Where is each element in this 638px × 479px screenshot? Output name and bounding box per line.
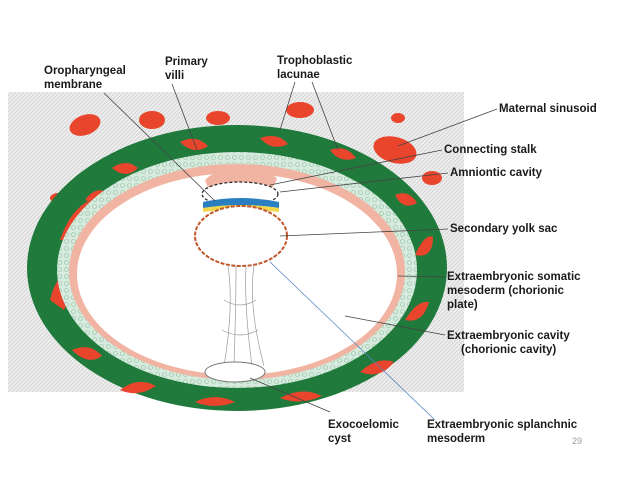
label-line: lacunae — [277, 69, 320, 81]
exocoelomic-cyst — [204, 361, 266, 383]
label-trophoblastic-lacunae: Trophoblastic lacunae — [277, 54, 352, 82]
label-secondary-yolk-sac: Secondary yolk sac — [450, 223, 558, 235]
label-somatic-mesoderm: Extraembryonic somatic mesoderm (chorion… — [447, 270, 581, 312]
label-splanchnic-mesoderm: Extraembryonic splanchnic mesoderm — [427, 418, 577, 446]
label-line: mesoderm — [427, 433, 486, 445]
label-maternal-sinusoid: Maternal sinusoid — [499, 103, 597, 115]
splanchnic-mesoderm-threads — [221, 265, 265, 367]
page-number: 29 — [572, 436, 583, 446]
label-connecting-stalk: Connecting stalk — [444, 144, 537, 156]
label-line: membrane — [44, 79, 103, 91]
label-line: Oropharyngeal — [44, 65, 126, 77]
secondary-yolk-sac — [194, 205, 288, 267]
label-line: Primary — [165, 56, 208, 68]
label-line: mesoderm (chorionic — [447, 285, 564, 297]
label-line: villi — [165, 70, 185, 82]
label-line: Extraembryonic somatic — [447, 271, 581, 283]
chorionic-cavity — [77, 173, 397, 375]
leader-lines — [103, 81, 498, 413]
label-line: Exocoelomic — [328, 419, 399, 431]
label-line: plate) — [447, 299, 478, 311]
label-oropharyngeal-membrane: Oropharyngeal membrane — [44, 64, 126, 92]
label-amniotic-cavity: Amniontic cavity — [450, 167, 543, 179]
label-exocoelomic-cyst: Exocoelomic cyst — [328, 418, 399, 446]
splanchnic-leader-line — [269, 261, 436, 421]
label-line: (chorionic cavity) — [461, 344, 557, 356]
label-line: cyst — [328, 433, 352, 445]
maternal-sinusoids — [50, 102, 442, 203]
label-extraembryonic-cavity: Extraembryonic cavity (chorionic cavity) — [447, 329, 570, 357]
label-primary-villi: Primary villi — [165, 55, 208, 83]
label-line: Extraembryonic cavity — [447, 330, 570, 342]
label-line: Extraembryonic splanchnic — [427, 419, 578, 431]
epiblast — [203, 198, 279, 208]
label-line: Trophoblastic — [277, 55, 353, 67]
